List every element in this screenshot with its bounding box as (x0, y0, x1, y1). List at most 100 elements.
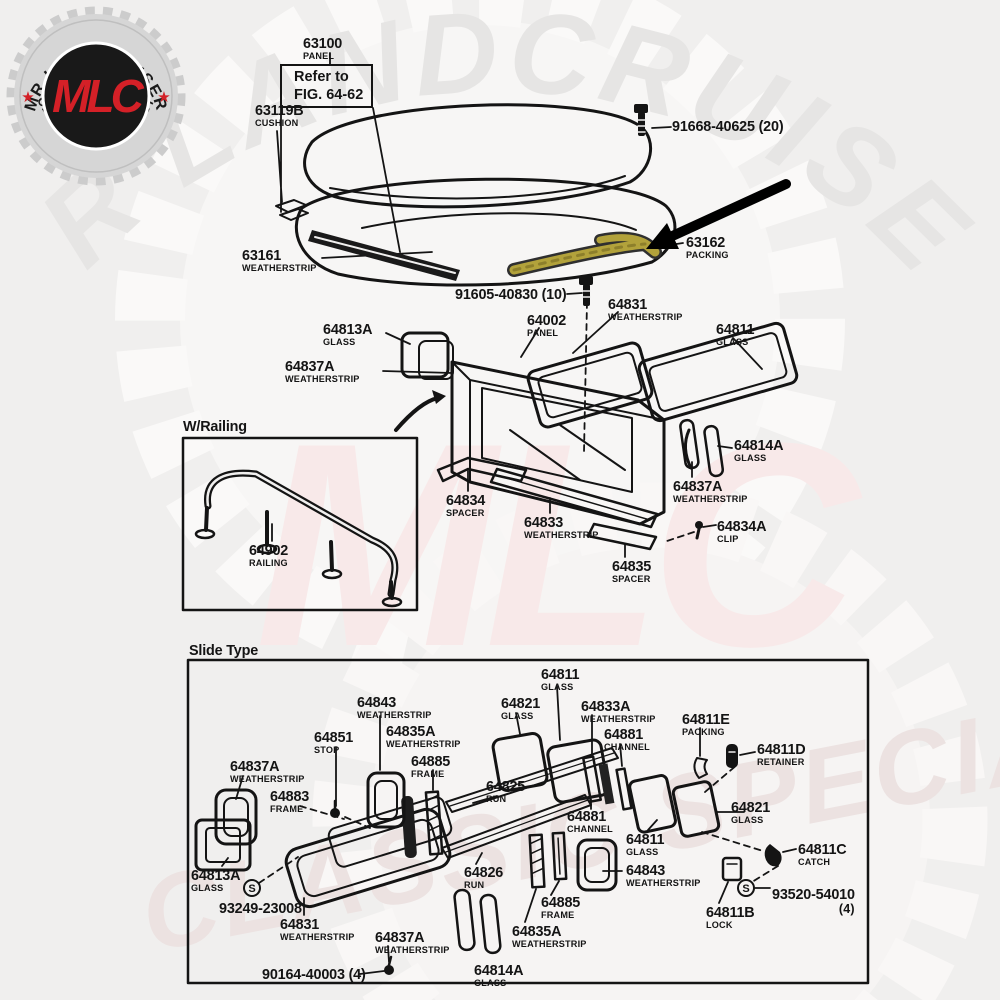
part-name: CUSHION (255, 118, 299, 129)
part-name: RETAINER (757, 757, 805, 768)
weatherstrip-64833 (489, 467, 659, 529)
cushion-63119B (275, 199, 309, 221)
part-number: Slide Type (189, 642, 259, 659)
railing-box (181, 436, 419, 612)
part-name: WEATHERSTRIP (285, 374, 360, 385)
slide-type-box: S S (186, 658, 870, 985)
glass-64814A-slide (453, 888, 502, 955)
part-number: 64821 (501, 695, 541, 712)
part-name: WEATHERSTRIP (375, 945, 450, 956)
part-number: 64825 (486, 778, 526, 795)
curved-arrow (394, 390, 446, 432)
svg-text:S: S (248, 883, 255, 895)
frame-64885-lower (551, 831, 568, 881)
spacer-64834 (436, 456, 528, 483)
badge-star-right: ★ (157, 89, 170, 106)
part-number: 64835A (386, 723, 436, 740)
clip-64834A (695, 521, 703, 540)
section-title: W/Railing (183, 419, 250, 434)
part-name: LOCK (706, 920, 733, 931)
part-number: 64821 (731, 799, 771, 816)
bolt-91668 (634, 104, 648, 136)
part-number: 64837A (230, 758, 280, 775)
run-64826 (441, 794, 592, 859)
part-number: 64843 (357, 694, 397, 711)
weatherstrip-64843-left (366, 771, 406, 829)
part-name: WEATHERSTRIP (581, 714, 656, 725)
part-label: 90164-40003 (4) (262, 967, 370, 982)
part-name: WEATHERSTRIP (280, 932, 355, 943)
weatherstrip-64835A-lower (528, 833, 546, 889)
stop-64851-screw (330, 799, 340, 818)
part-number: 64811D (757, 741, 806, 758)
channel-bars (582, 755, 633, 811)
screw-90164 (384, 955, 394, 975)
part-number: 63161 (242, 247, 282, 264)
refer-note-line2: FIG. 64-62 (294, 87, 364, 103)
part-number: 64837A (673, 478, 723, 495)
part-number: 64813A (323, 321, 373, 338)
part-number: 64885 (541, 894, 581, 911)
bolt-91605 (579, 276, 593, 306)
part-name: WEATHERSTRIP (524, 530, 599, 541)
badge-monogram: MLC (52, 70, 144, 122)
glass-64811-lower (628, 774, 677, 834)
catch-64811C (764, 844, 782, 867)
part-name: WEATHERSTRIP (626, 878, 701, 889)
watermark-gear-bottom (312, 482, 988, 1000)
part-number: 91605-40830 (10) (455, 286, 567, 303)
glass-64821-right (671, 780, 721, 838)
brand-logo-badge: MR LANDCRUISER CLASSIC SPECIALIST ★ ★ ML… (6, 6, 186, 186)
part-number: 64831 (608, 296, 648, 313)
part-name: CLIP (717, 534, 739, 545)
part-number: 63100 (303, 35, 343, 52)
part-name: GLASS (731, 815, 764, 826)
part-name: PACKING (686, 250, 729, 261)
part-number: 64811 (541, 666, 580, 683)
frame-64885-upper (424, 790, 444, 856)
part-name: WEATHERSTRIP (230, 774, 305, 785)
part-name: RUN (486, 794, 507, 805)
badge-black-disc (43, 43, 149, 149)
part-number: 64881 (567, 808, 607, 825)
part-label: 91605-40830 (10) (455, 287, 571, 302)
part-name: CHANNEL (604, 742, 650, 753)
part-number: 63162 (686, 234, 726, 251)
part-name: CATCH (798, 857, 831, 868)
part-name: RUN (464, 880, 485, 891)
part-name: GLASS (626, 847, 659, 858)
glass-64813A-slide (194, 818, 252, 872)
part-number: 64834A (717, 518, 767, 535)
part-name: SPACER (612, 574, 651, 585)
glass-64813A-main (400, 331, 454, 380)
part-number: 64834 (446, 492, 486, 509)
part-number: 64811E (682, 711, 730, 728)
svg-text:S: S (742, 883, 749, 895)
part-number: 64826 (464, 864, 504, 881)
part-number: 93249-23008 (219, 900, 302, 917)
part-name: SPACER (446, 508, 485, 519)
part-number: W/Railing (183, 418, 247, 435)
screw-symbol-93249: S (243, 879, 261, 897)
